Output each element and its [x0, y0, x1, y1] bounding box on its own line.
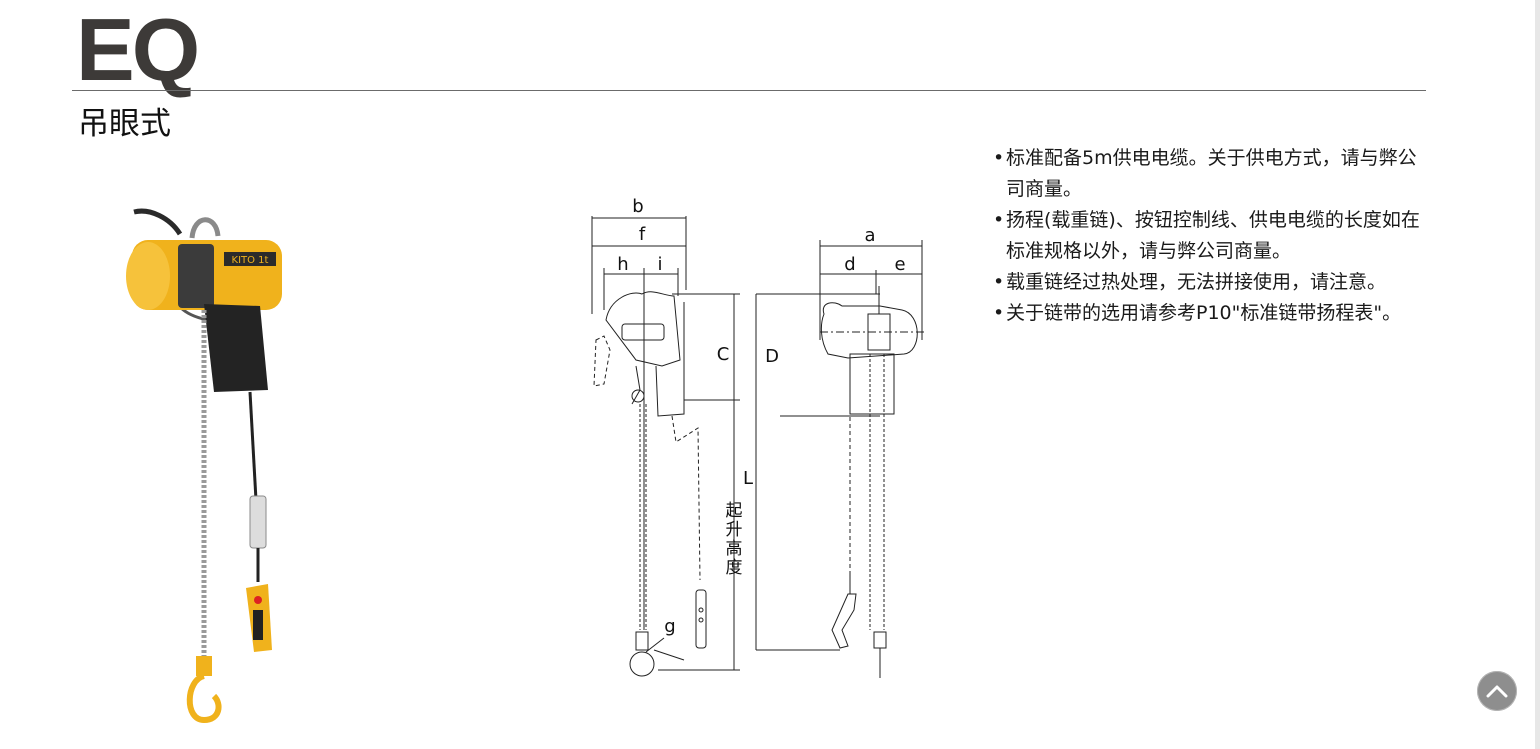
chevron-up-icon [1486, 685, 1508, 698]
bottom-hook [186, 673, 222, 724]
lift-height-char: 高 [726, 539, 743, 559]
dim-g: g [664, 616, 675, 637]
pendant-cord [248, 391, 258, 501]
scrollbar[interactable] [1535, 0, 1540, 749]
dim-b: b [632, 196, 643, 217]
dim-f: f [639, 224, 646, 245]
dim-e: e [894, 254, 905, 275]
name-plate [224, 252, 276, 266]
dim-C: C [717, 344, 730, 365]
logo: EQ [76, 0, 200, 99]
nameplate-text: KITO 1t [232, 255, 269, 266]
strain-relief [249, 495, 267, 549]
dim-D: D [765, 346, 779, 367]
header-divider [72, 90, 1426, 91]
note-item: 载重链经过热处理，无法拼接使用，请注意。 [993, 267, 1434, 298]
dim-i: i [657, 254, 662, 275]
product-photo: KITO 1t [126, 208, 282, 724]
note-item: 扬程(载重链)、按钮控制线、供电电缆的长度如在标准规格以外，请与弊公司商量。 [993, 205, 1434, 267]
hook-block [196, 656, 212, 676]
note-item: 关于链带的选用请参考P10"标准链带扬程表"。 [993, 298, 1434, 329]
contactor-box [204, 304, 268, 392]
section-title: 吊眼式 [78, 106, 171, 142]
center-cover [178, 244, 214, 308]
top-eye [189, 217, 221, 239]
dim-a: a [864, 225, 875, 246]
lift-height-char: 升 [726, 520, 743, 540]
note-item: 标准配备5m供电电缆。关于供电方式，请与弊公司商量。 [993, 143, 1434, 205]
lift-height-char: 度 [726, 558, 743, 578]
dimension-drawing: b f h i C D L a d e g 起 升 高 度 [591, 196, 926, 678]
dim-d: d [844, 254, 855, 275]
lift-height-char: 起 [726, 501, 743, 521]
dim-L: L [743, 468, 753, 489]
back-to-top-button[interactable] [1477, 671, 1517, 711]
dim-h: h [617, 254, 628, 275]
motor-end [126, 242, 170, 310]
notes-list: 标准配备5m供电电缆。关于供电方式，请与弊公司商量。 扬程(载重链)、按钮控制线… [993, 143, 1434, 329]
power-cable [133, 208, 183, 236]
